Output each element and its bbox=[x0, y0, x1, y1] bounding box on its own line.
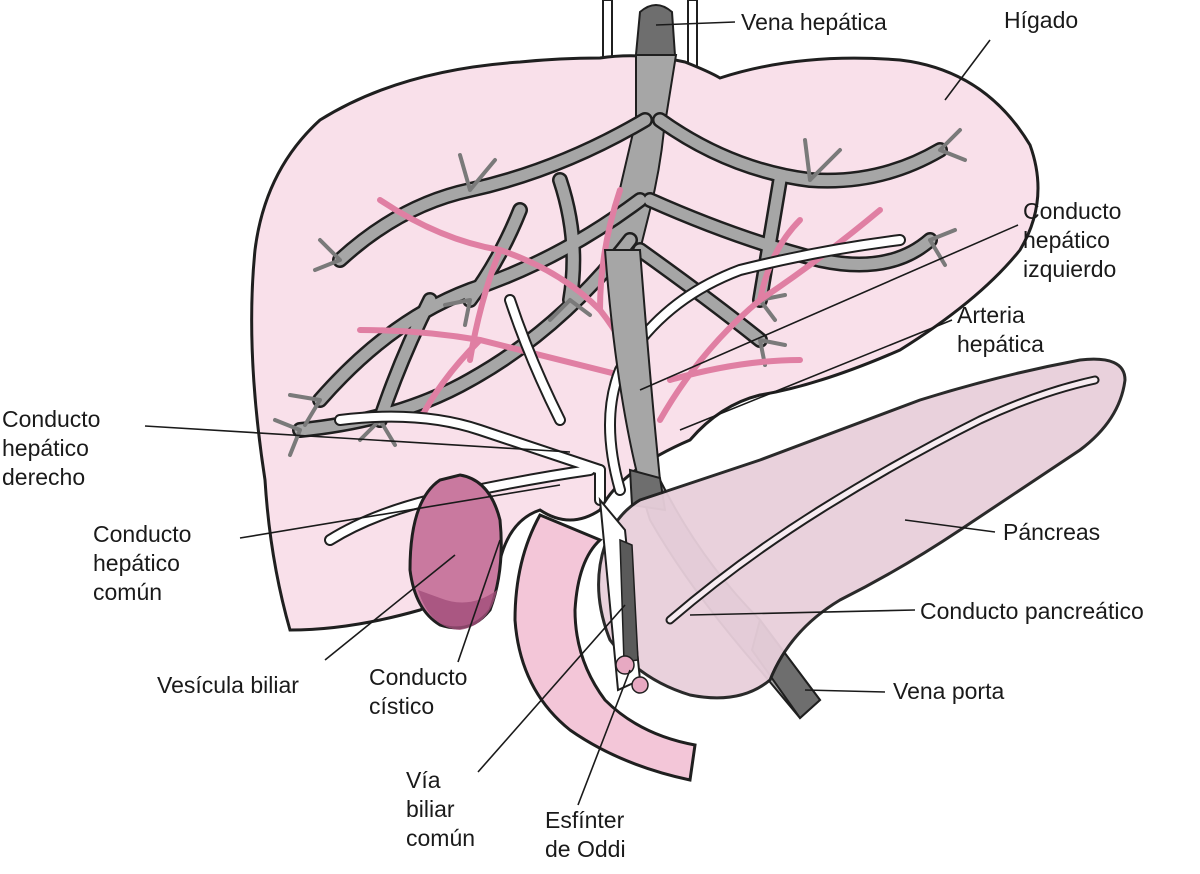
label-line: Esfínter bbox=[545, 807, 625, 833]
label-line: Páncreas bbox=[1003, 519, 1101, 545]
label-line: cístico bbox=[369, 693, 435, 719]
hepatic-artery-branches bbox=[357, 187, 883, 433]
label-higado: Hígado bbox=[1004, 6, 1078, 35]
label-line: hepático bbox=[93, 550, 180, 576]
duodenum-icon bbox=[513, 513, 697, 782]
label-line: biliar bbox=[406, 796, 455, 822]
label-vena-hepatica: Vena hepática bbox=[741, 8, 887, 37]
label-line: común bbox=[406, 825, 476, 851]
label-conducto-hepatico-izquierdo: Conducto hepático izquierdo bbox=[1023, 197, 1121, 284]
label-line: Arteria bbox=[957, 302, 1025, 328]
label-via-biliar-comun: Vía biliar común bbox=[406, 766, 475, 853]
label-line: hepático bbox=[1023, 227, 1110, 253]
label-line: hepática bbox=[957, 331, 1044, 357]
label-line: Conducto bbox=[93, 521, 192, 547]
label-line: Vesícula biliar bbox=[157, 672, 299, 698]
label-line: Vena hepática bbox=[741, 9, 887, 35]
label-arteria-hepatica: Arteria hepática bbox=[957, 301, 1044, 359]
label-conducto-pancreatico: Conducto pancreático bbox=[920, 597, 1144, 626]
label-line: Conducto pancreático bbox=[920, 598, 1144, 624]
label-conducto-cistico: Conducto cístico bbox=[369, 663, 467, 721]
label-esfinter-de-oddi: Esfínter de Oddi bbox=[545, 806, 626, 864]
label-line: Conducto bbox=[369, 664, 468, 690]
label-line: Vía bbox=[406, 767, 441, 793]
label-line: hepático bbox=[2, 435, 89, 461]
label-line: Vena porta bbox=[893, 678, 1005, 704]
label-line: Conducto bbox=[1023, 198, 1122, 224]
label-line: derecho bbox=[2, 464, 86, 490]
leader-lines bbox=[144, 21, 1019, 806]
label-line: Hígado bbox=[1004, 7, 1079, 33]
label-line: Conducto bbox=[2, 406, 101, 432]
pancreatic-duct bbox=[667, 377, 1098, 623]
label-vesicula-biliar: Vesícula biliar bbox=[157, 671, 299, 700]
label-conducto-hepatico-derecho: Conducto hepático derecho bbox=[2, 405, 100, 492]
label-line: común bbox=[93, 579, 163, 605]
label-pancreas: Páncreas bbox=[1003, 518, 1100, 547]
label-conducto-hepatico-comun: Conducto hepático común bbox=[93, 520, 191, 607]
label-line: de Oddi bbox=[545, 836, 626, 862]
label-line: izquierdo bbox=[1023, 256, 1117, 282]
label-vena-porta: Vena porta bbox=[893, 677, 1004, 706]
